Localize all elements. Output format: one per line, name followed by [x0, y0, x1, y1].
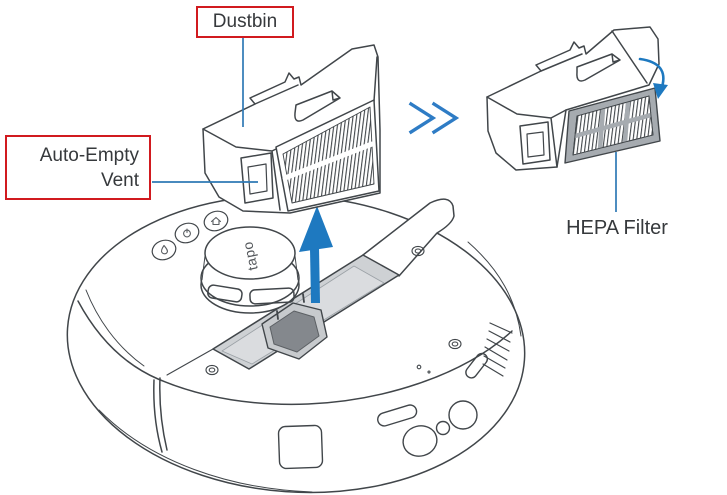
front-sensor-band — [277, 322, 513, 470]
rear-cover-seam — [166, 348, 214, 376]
sensor-slot — [377, 404, 418, 427]
camera-lens — [402, 425, 438, 457]
sensor-dot — [435, 420, 451, 436]
bumper-panel — [277, 424, 324, 470]
auto-empty-vent-opening — [519, 121, 551, 165]
cavity-ridge — [362, 198, 455, 277]
sensor-slot — [465, 352, 489, 379]
dustbin-callout: Dustbin — [196, 6, 294, 38]
lidar-turret: tapo — [200, 226, 300, 314]
robot-vacuum: tapo — [66, 194, 526, 494]
lidar-window — [207, 284, 243, 303]
base-edge — [98, 409, 313, 493]
camera-lens — [448, 400, 478, 430]
hepa-filter-label: HEPA Filter — [566, 217, 668, 239]
spot-clean-button — [151, 239, 177, 261]
handle-recess — [576, 53, 621, 82]
auto-empty-vent-callout: Auto-Empty Vent — [5, 135, 151, 200]
bumper-seam — [153, 377, 168, 453]
home-icon — [210, 216, 222, 226]
handle-recess — [294, 90, 341, 122]
cavity-clip-slots — [276, 293, 305, 320]
rotate-open-arrow-icon — [638, 57, 668, 99]
rim-inner-right — [467, 241, 522, 337]
suction-port — [269, 310, 320, 353]
turret-top — [204, 226, 296, 280]
auto-empty-vent-opening — [240, 152, 274, 204]
control-buttons — [151, 210, 229, 261]
auto-empty-vent-line2: Vent — [100, 169, 139, 191]
deck-screws — [205, 245, 462, 376]
filter-grille — [282, 106, 375, 204]
side-vent-grooves — [482, 322, 513, 377]
next-step-chevrons-icon — [408, 101, 460, 135]
dustbin-detached — [202, 44, 381, 214]
remove-direction-arrow-icon — [299, 206, 333, 303]
deck-front-edge — [77, 300, 513, 406]
hepa-filter — [564, 87, 661, 164]
brand-logo: tapo — [239, 240, 261, 272]
dustbin-cavity — [212, 254, 400, 370]
droplet-icon — [160, 244, 169, 255]
auto-empty-vent-line1: Auto-Empty — [39, 144, 139, 166]
deck-lip-left — [85, 289, 145, 367]
dustbin-with-filter-open — [486, 26, 668, 171]
home-button — [203, 210, 229, 232]
dustbin-callout-label: Dustbin — [212, 11, 278, 32]
lidar-window — [249, 287, 295, 305]
power-button — [174, 222, 200, 244]
leader-lines — [152, 38, 617, 212]
